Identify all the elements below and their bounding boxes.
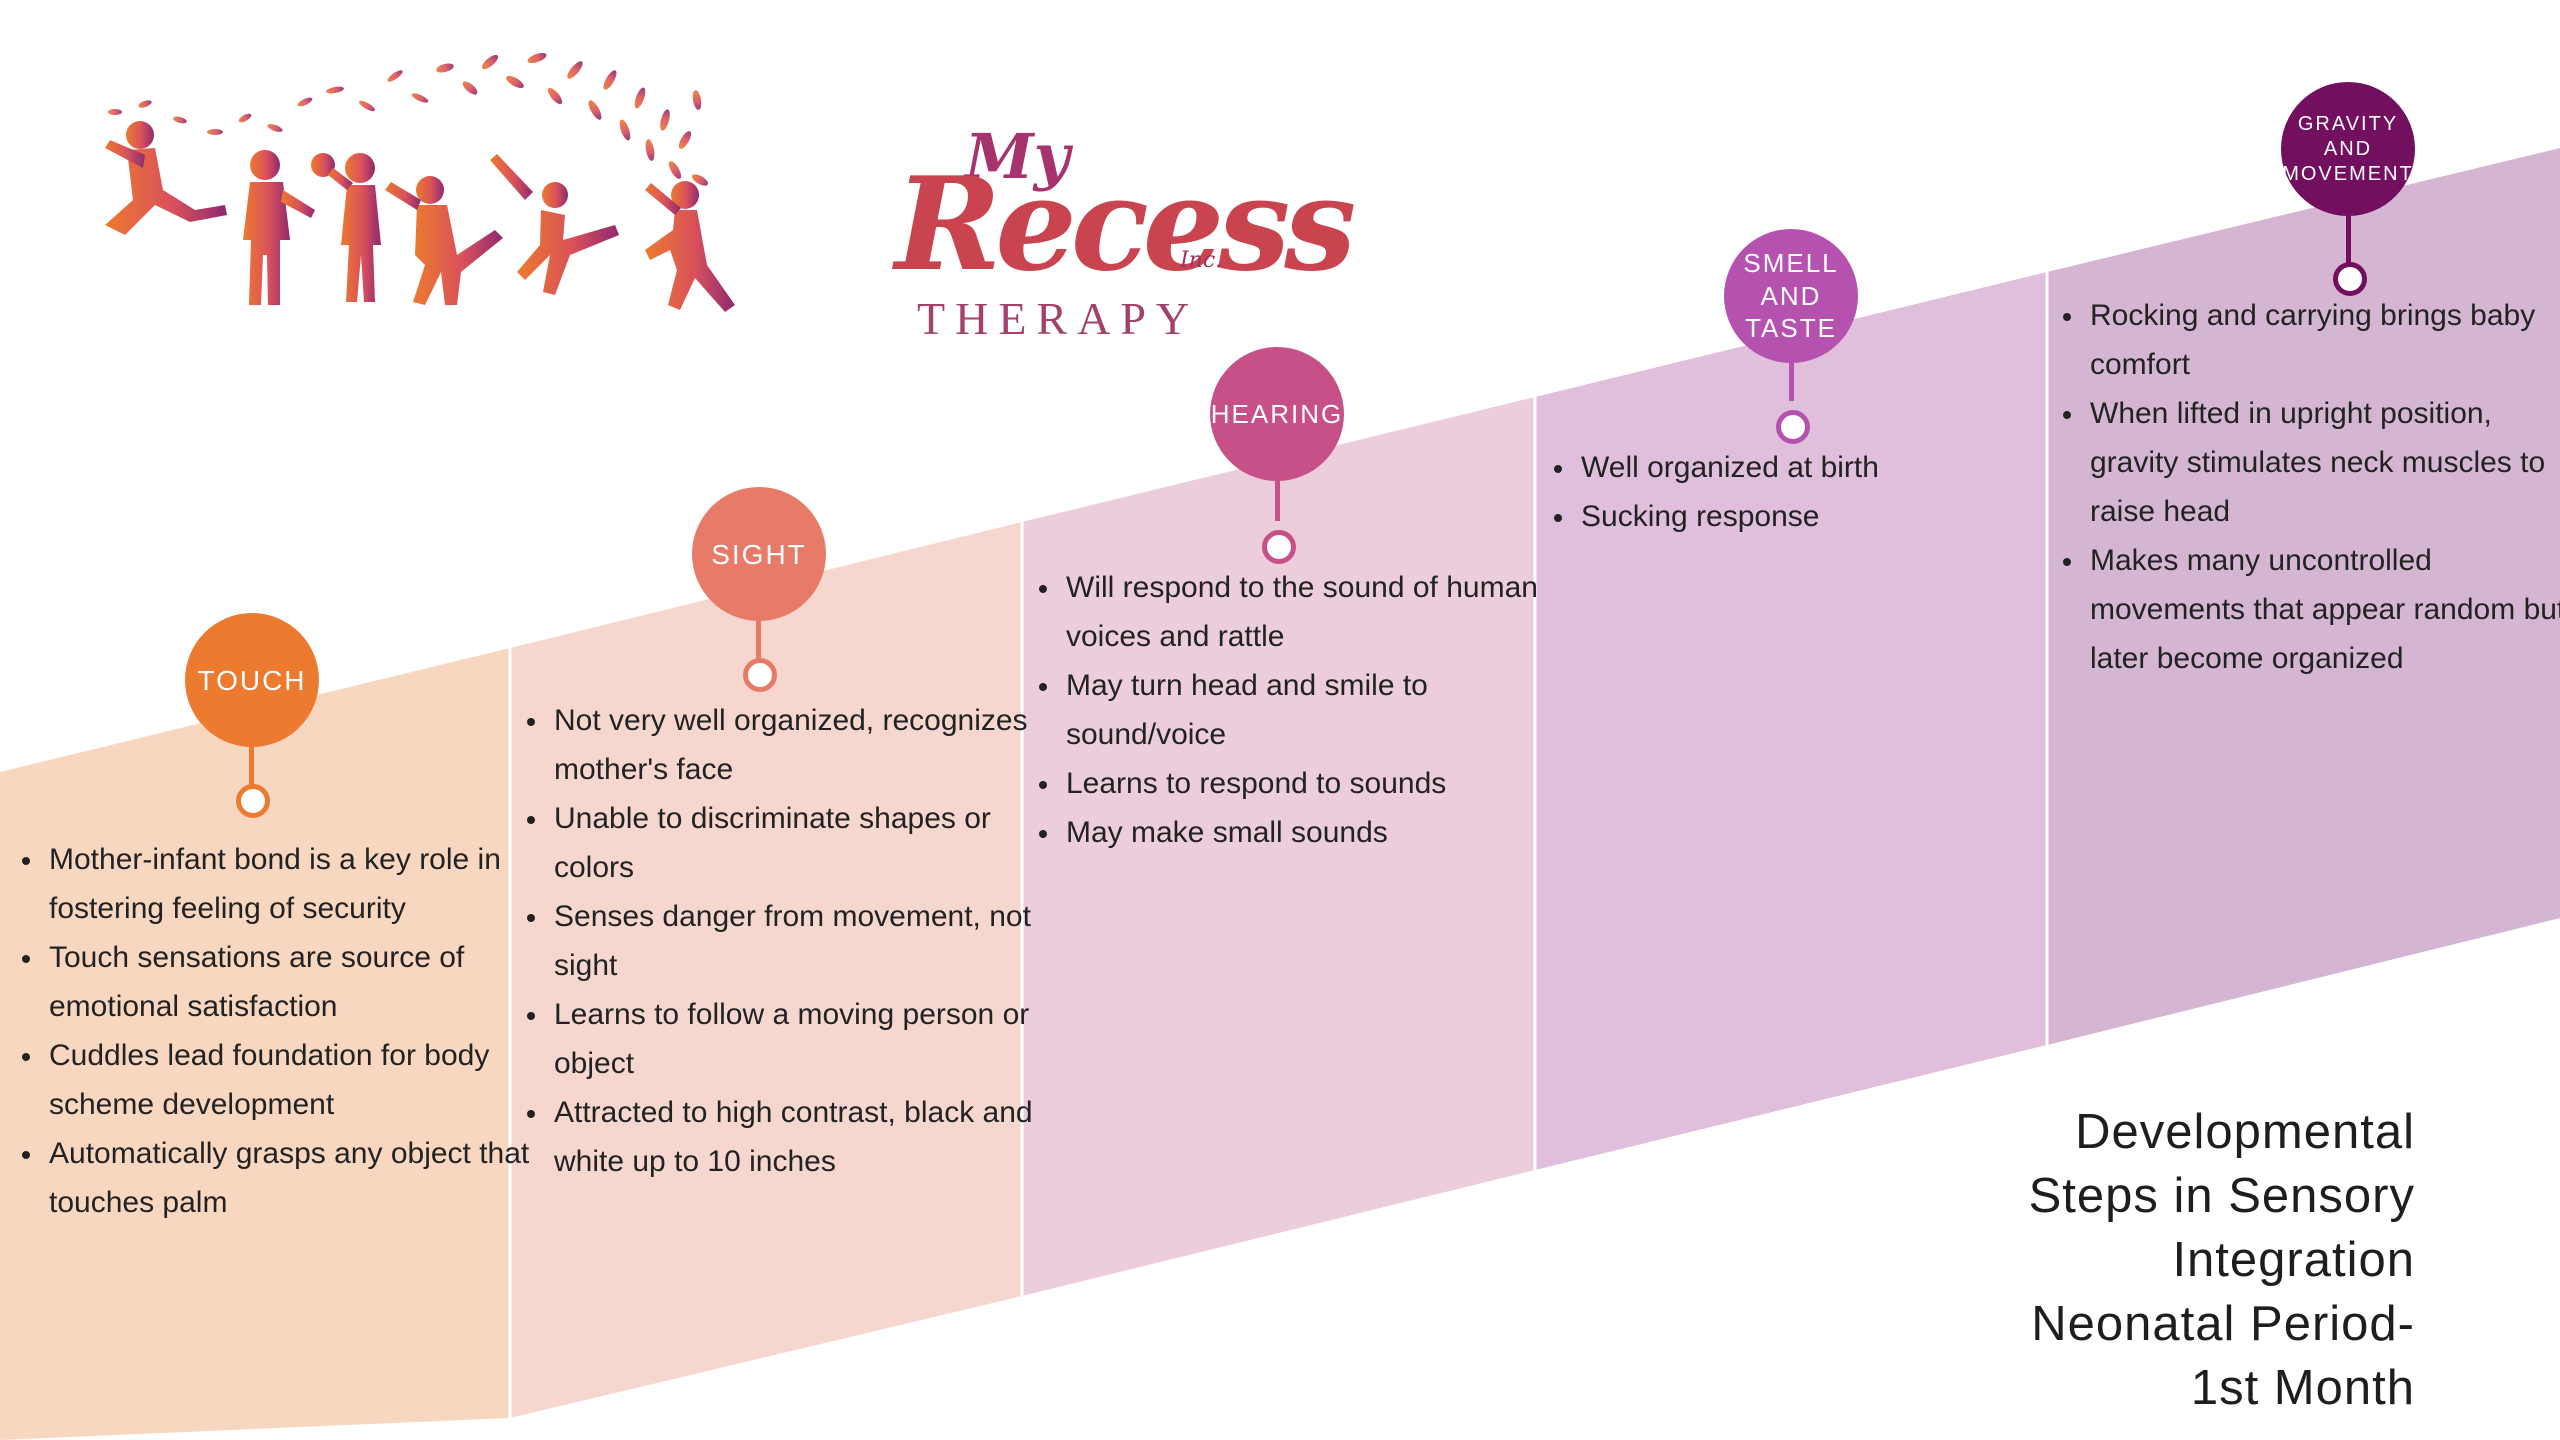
list-item: When lifted in upright position, gravity… (2086, 389, 2560, 536)
brand-inc: Inc. (1180, 248, 1223, 273)
stage-node-sight: SIGHT (692, 487, 826, 621)
list-item: Cuddles lead foundation for body scheme … (45, 1031, 545, 1129)
stage-node-touch: TOUCH (185, 613, 319, 747)
stage-connector-hearing (1275, 479, 1280, 521)
list-item: Well organized at birth (1577, 443, 2057, 492)
brand-therapy: THERAPY (917, 293, 1200, 344)
stage-connector-sight (756, 619, 761, 659)
stage-label-gravity-movement: GRAVITY AND MOVEMENT (2282, 112, 2414, 185)
list-item: Mother-infant bond is a key role in fost… (45, 835, 545, 933)
stage-anchor-hearing (1262, 530, 1296, 564)
list-item: Will respond to the sound of human voice… (1062, 563, 1562, 661)
stage-label-smell-taste: SMELL AND TASTE (1743, 248, 1839, 344)
list-item: Learns to follow a moving person or obje… (550, 990, 1050, 1088)
band-gravity-movement (2047, 148, 2560, 1045)
list-item: Senses danger from movement, not sight (550, 892, 1050, 990)
band-hearing (1022, 397, 1535, 1296)
title-line: Developmental (2075, 1105, 2415, 1159)
page-title: Developmental Steps in Sensory Integrati… (1855, 1100, 2415, 1420)
list-item: Automatically grasps any object that tou… (45, 1129, 545, 1227)
list-item: Attracted to high contrast, black and wh… (550, 1088, 1050, 1186)
brand-logo: My Recess Inc. THERAPY (85, 40, 1356, 344)
list-item: Makes many uncontrolled movements that a… (2086, 536, 2560, 683)
list-item: Unable to discriminate shapes or colors (550, 794, 1050, 892)
list-item: Rocking and carrying brings baby comfort (2086, 291, 2560, 389)
stage-anchor-touch (236, 784, 270, 818)
band-sight (510, 522, 1022, 1418)
stage-label-hearing: HEARING (1210, 398, 1344, 429)
stage-connector-smell-taste (1789, 361, 1794, 401)
title-line: Integration (2172, 1233, 2415, 1287)
brand-my: My (965, 120, 1070, 193)
stage-list-gravity-movement: Rocking and carrying brings baby comfort… (2054, 291, 2560, 683)
title-line: Steps in Sensory (2028, 1169, 2415, 1223)
stage-label-touch: TOUCH (197, 664, 307, 696)
list-item: May make small sounds (1062, 808, 1562, 857)
brand-recess: Recess (895, 150, 1356, 300)
title-line: 1st Month (2190, 1361, 2415, 1415)
stage-node-gravity-movement: GRAVITY AND MOVEMENT (2281, 82, 2415, 216)
band-smell-taste (1535, 272, 2047, 1170)
band-touch (0, 648, 510, 1440)
stage-connector-touch (249, 745, 254, 785)
list-item: May turn head and smile to sound/voice (1062, 661, 1562, 759)
stage-list-smell-taste: Well organized at birth Sucking response (1545, 443, 2057, 541)
list-item: Touch sensations are source of emotional… (45, 933, 545, 1031)
dancing-children-illustration (105, 52, 735, 312)
stage-connector-gravity-movement (2346, 214, 2351, 266)
title-line: Neonatal Period- (2031, 1297, 2415, 1351)
stage-anchor-sight (743, 658, 777, 692)
stage-node-hearing: HEARING (1210, 347, 1344, 481)
list-item: Sucking response (1577, 492, 2057, 541)
stage-list-touch: Mother-infant bond is a key role in fost… (13, 835, 545, 1227)
list-item: Not very well organized, recognizes moth… (550, 696, 1050, 794)
stage-list-sight: Not very well organized, recognizes moth… (518, 696, 1050, 1186)
stage-list-hearing: Will respond to the sound of human voice… (1030, 563, 1562, 857)
brand-wordmark: My Recess Inc. THERAPY (895, 120, 1356, 360)
stage-label-sight: SIGHT (711, 538, 807, 570)
list-item: Learns to respond to sounds (1062, 759, 1562, 808)
stage-node-smell-taste: SMELL AND TASTE (1724, 229, 1858, 363)
stage-anchor-smell-taste (1776, 410, 1810, 444)
stage-anchor-gravity-movement (2333, 262, 2367, 296)
